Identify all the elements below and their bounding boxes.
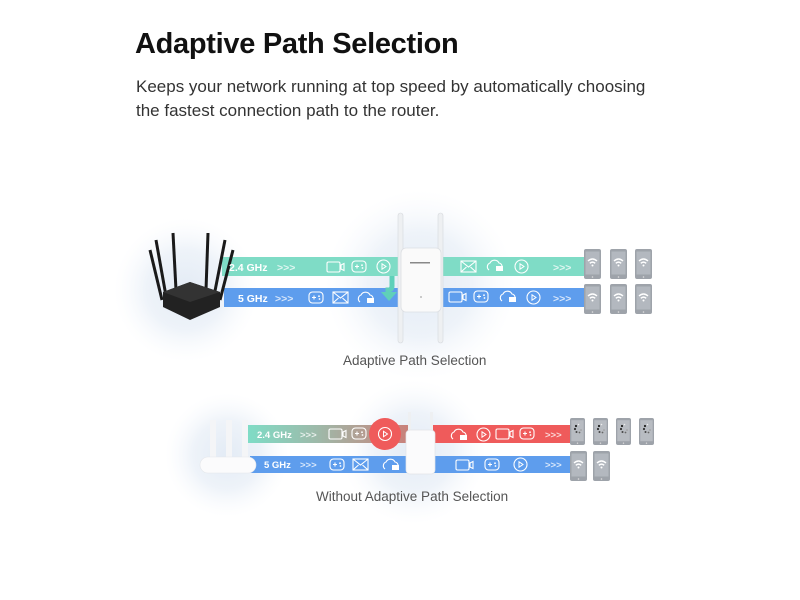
without-diagram: 2.4 GHz >>> 5 GHz >>> >>> >>> — [165, 380, 654, 524]
phone-wifi-icon — [634, 283, 653, 315]
phone-loading-icon — [593, 418, 608, 445]
band-5-chevrons: >>> — [300, 460, 317, 471]
band-24ghz — [248, 425, 408, 443]
phone-wifi-icon — [569, 450, 588, 482]
page-subtitle: Keeps your network running at top speed … — [136, 77, 646, 120]
phone-loading-icon — [616, 418, 631, 445]
phone-wifi-icon — [592, 450, 611, 482]
phone-wifi-icon — [609, 248, 628, 280]
band-24-chevrons-right: >>> — [545, 430, 562, 441]
band-5-label: 5 GHz — [238, 293, 268, 305]
phone-loading-icon — [570, 418, 585, 445]
adaptive-diagram: 2.4 GHz >>> 5 GHz >>> >>> — [114, 190, 653, 380]
band-24-chevrons: >>> — [300, 430, 317, 441]
router-icon — [148, 232, 235, 320]
phone-loading-icon — [639, 418, 654, 445]
page-title: Adaptive Path Selection — [135, 28, 459, 60]
band-24-label: 2.4 GHz — [257, 430, 292, 441]
phone-wifi-icon — [583, 248, 602, 280]
band-24-chevrons: >>> — [277, 262, 295, 274]
band-5-chevrons-right: >>> — [545, 460, 562, 471]
caption-without: Without Adaptive Path Selection — [316, 489, 509, 504]
band-5-chevrons-right: >>> — [553, 293, 571, 305]
band-5-label: 5 GHz — [264, 460, 291, 471]
phone-wifi-icon — [609, 283, 628, 315]
router-white-icon — [199, 420, 257, 474]
phone-wifi-icon — [634, 248, 653, 280]
phone-wifi-icon — [583, 283, 602, 315]
congestion-indicator — [369, 418, 401, 450]
band-24-label: 2.4 GHz — [229, 262, 268, 274]
band-5-chevrons: >>> — [275, 293, 293, 305]
range-extender-icon — [405, 412, 436, 475]
range-extender-icon — [397, 212, 444, 344]
band-24-chevrons-right: >>> — [553, 262, 571, 274]
caption-adaptive: Adaptive Path Selection — [343, 353, 487, 368]
redirect-arrow-icon — [385, 276, 395, 293]
